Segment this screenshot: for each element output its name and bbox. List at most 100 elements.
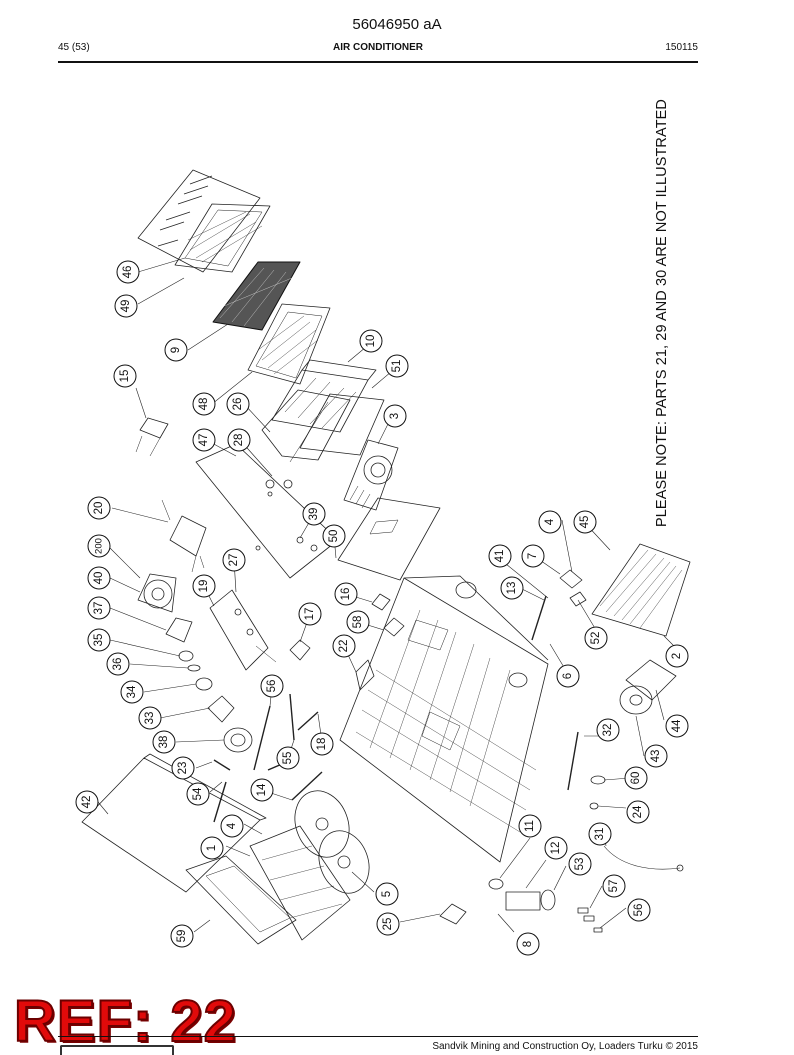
callout-number: 49 [120,300,132,313]
callout-bubble [556,664,580,688]
callout-number: 2 [671,653,683,659]
callout-bubble [113,364,137,388]
part-filter-frame [174,203,271,273]
document-date: 150115 [665,42,698,53]
callout-number: 31 [594,828,606,841]
callout-number: 9 [170,347,182,353]
callout-number: 17 [304,608,316,621]
callout-bubble [87,534,111,558]
callout-number: 46 [122,266,134,279]
callout-number: 45 [579,516,591,529]
callout-bubble [222,548,246,572]
callout-bubble [276,746,300,770]
callout-number: 48 [198,398,210,411]
callout-number: 36 [112,658,124,671]
callout-number: 19 [198,580,210,593]
callout-bubble [87,628,111,652]
callout-number: 44 [671,719,683,732]
part-duct-frame [261,389,351,463]
callout-number: 54 [192,787,204,800]
callout-bubble [192,574,216,598]
callout-number: 39 [308,508,320,521]
callout-number: 32 [602,724,614,737]
callout-number: 12 [550,842,562,855]
part-shaft-assembly [178,650,253,753]
callout-bubble [376,912,400,936]
callout-number: 40 [93,572,105,585]
callout-number: 5 [381,891,393,897]
callout-bubble [644,744,668,768]
not-illustrated-note: PLEASE NOTE: PARTS 21, 29 AND 30 ARE NOT… [654,98,670,527]
callout-bubble [220,814,244,838]
callout-number: 26 [232,398,244,411]
callout-number: 55 [282,752,294,765]
callout-number: 3 [389,413,401,419]
callout-number: 35 [93,634,105,647]
callout-bubble [518,814,542,838]
callout-number: 53 [574,858,586,871]
page-header: 45 (53) AIR CONDITIONER 150115 [58,42,698,56]
callout-number: 25 [382,918,394,931]
part-mesh-filter [212,261,301,331]
callout-number: 11 [524,820,536,832]
callout-number: 38 [158,736,170,749]
callout-bubble [200,836,224,860]
callout-bubble [171,756,195,780]
part-expansion-valve [531,569,587,641]
callout-bubble [624,766,648,790]
callout-bubble [186,782,210,806]
part-receiver-drier [488,878,556,911]
callout-bubble [375,882,399,906]
callout-bubble [588,822,612,846]
callout-bubble [385,354,409,378]
callout-bubble [500,576,524,600]
callout-number: 33 [144,712,156,725]
callout-bubble [260,674,284,698]
part-grille-cover [137,169,261,273]
callout-number: 28 [233,434,245,447]
diagram-parts [81,169,691,945]
callout-bubble [627,898,651,922]
document-number: 56046950 aA [352,16,442,33]
callout-bubble [192,428,216,452]
callout-bubble [665,644,689,668]
callout-number: 13 [506,582,518,595]
part-small-fittings [577,907,603,933]
callout-bubble [573,510,597,534]
part-side-panel [337,497,441,581]
callout-bubble [106,652,130,676]
callout-bubble [568,852,592,876]
callout-bubble [120,680,144,704]
callout-bubble [302,502,326,526]
callout-number: 52 [590,632,602,645]
ref-stamp: REF: 22 [13,988,237,1055]
callout-bubble [310,732,334,756]
header-rule [58,61,698,63]
callout-number: 58 [352,616,364,629]
callout-number: 34 [126,685,138,698]
callout-number: 14 [256,783,268,796]
part-valve [289,639,375,691]
callout-number: 7 [527,553,539,559]
callout-bubble [332,634,356,658]
callout-number: 59 [176,930,188,943]
callout-number: 200 [94,538,105,554]
callout-bubble [87,496,111,520]
callout-bubble [322,524,346,548]
callout-bubble [226,392,250,416]
callout-bubble [626,800,650,824]
callout-number: 27 [228,554,240,567]
callout-bubble [516,932,540,956]
sandvik-logo [60,1045,174,1055]
callout-number: 37 [93,602,105,615]
part-evaporator-grille [247,303,331,385]
part-evaporator-coil [591,543,691,637]
callout-bubble [346,610,370,634]
part-cable-bracket [209,589,277,671]
part-flange [165,617,193,643]
footer-copyright: Sandvik Mining and Construction Oy, Load… [432,1041,698,1052]
callout-bubble [170,924,194,948]
part-main-housing [339,575,549,863]
